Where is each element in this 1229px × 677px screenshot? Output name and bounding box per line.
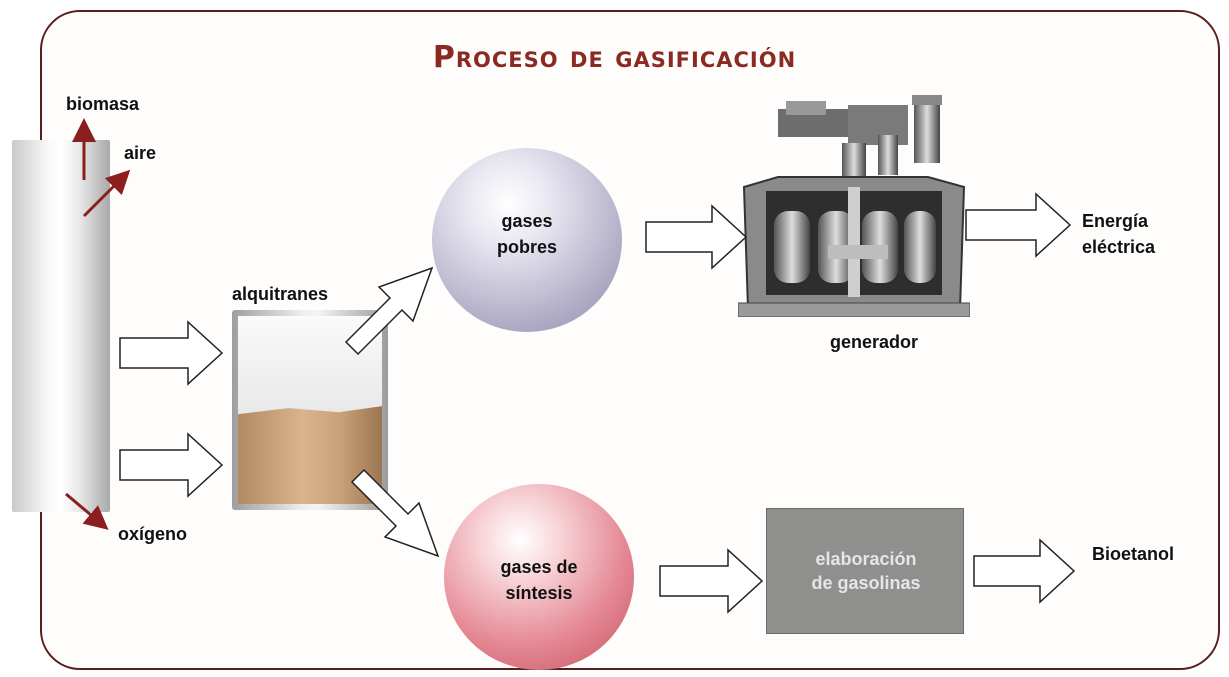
generador-label: generador	[830, 332, 919, 352]
oxigeno-arrow	[65, 492, 109, 530]
gases-sintesis-line-1: gases de	[500, 557, 578, 577]
energia-electrica-label: Energía eléctrica	[1082, 208, 1155, 260]
diagram-title: Proceso de gasificación	[432, 40, 797, 75]
flow-arrow-2	[119, 432, 224, 498]
elaboracion-gasolinas-text: elaboración de gasolinas	[767, 547, 965, 595]
flow-arrow-3	[344, 266, 434, 356]
elaboracion-gasolinas-box: elaboración de gasolinas	[766, 508, 964, 634]
aire-label: aire	[124, 143, 157, 163]
flow-arrow-5	[645, 204, 748, 270]
flow-arrow-6	[965, 192, 1072, 258]
flow-arrow-1	[119, 320, 224, 386]
gases-pobres-line-1: gases	[501, 211, 553, 231]
gases-pobres-sphere	[432, 148, 622, 332]
energia-line-1: Energía	[1082, 211, 1149, 231]
flow-arrow-4	[350, 468, 440, 558]
flow-arrow-7	[659, 548, 764, 614]
gasifier-column	[12, 140, 110, 512]
flow-arrow-8	[973, 538, 1076, 604]
gases-sintesis-label: gases de síntesis	[484, 554, 594, 606]
elaboracion-line-2: de gasolinas	[811, 573, 921, 593]
aire-arrow	[82, 169, 131, 218]
bioetanol-label: Bioetanol	[1092, 544, 1175, 564]
elaboracion-line-1: elaboración	[815, 549, 917, 569]
gases-pobres-line-2: pobres	[496, 237, 557, 257]
energia-line-2: eléctrica	[1082, 237, 1156, 257]
gases-sintesis-line-2: síntesis	[505, 583, 573, 603]
gases-sintesis-sphere	[444, 484, 634, 670]
engine-generator-icon	[738, 95, 970, 317]
biomasa-label: biomasa	[66, 94, 140, 114]
oxigeno-label: oxígeno	[118, 524, 188, 544]
alquitranes-label: alquitranes	[232, 284, 329, 304]
gases-pobres-label: gases pobres	[472, 208, 582, 260]
